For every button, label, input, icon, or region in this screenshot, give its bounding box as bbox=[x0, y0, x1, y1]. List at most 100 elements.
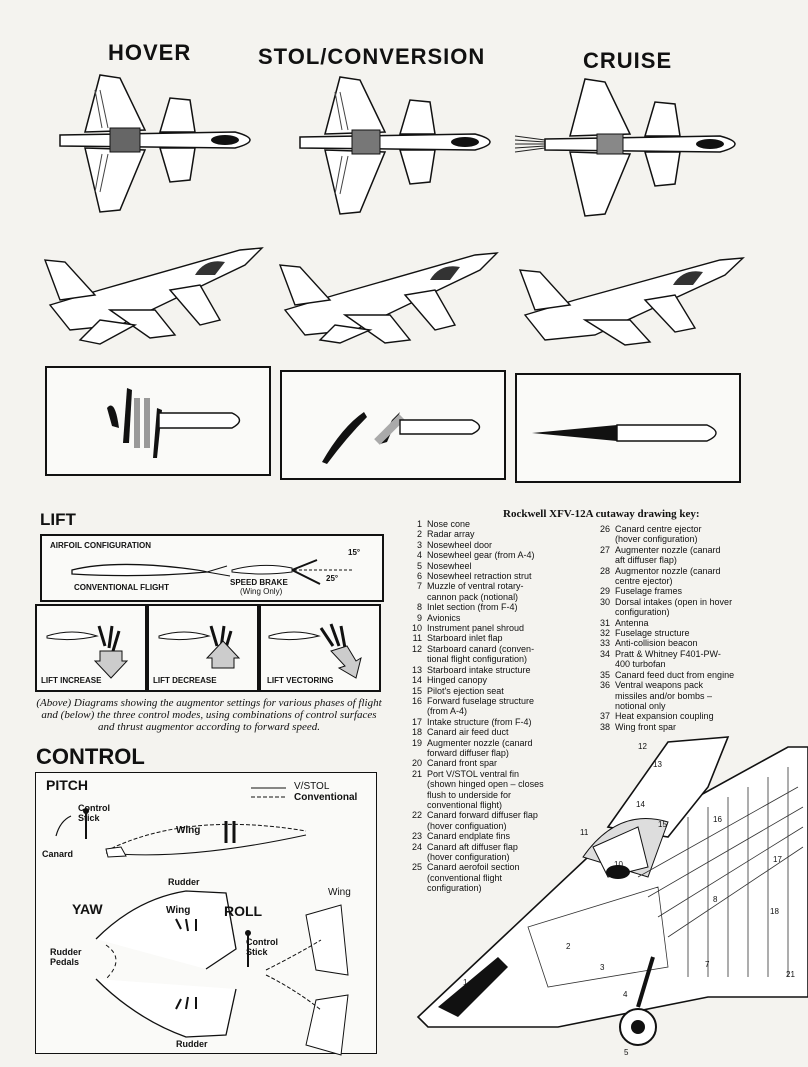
pitch-wing-label: Wing bbox=[176, 825, 201, 836]
key-item: 13 Starboard intake structure bbox=[402, 665, 587, 675]
key-item-text: Wing front spar bbox=[615, 721, 677, 732]
key-item-text: Port V/STOL ventral fin (shown hinged op… bbox=[427, 768, 544, 810]
stol-perspective-illustration bbox=[278, 252, 499, 344]
stol-augmentor-box bbox=[280, 370, 506, 480]
key-item-text: Nosewheel bbox=[427, 560, 472, 571]
cutaway-callout-number: 11 bbox=[580, 828, 589, 837]
pitch-canard-label: Canard bbox=[42, 849, 74, 859]
control-heading: CONTROL bbox=[36, 744, 145, 769]
key-item-text: Intake structure (from F-4) bbox=[427, 716, 532, 727]
key-item-text: Ventral weapons pack missiles and/or bom… bbox=[615, 680, 713, 711]
key-item-number: 31 bbox=[599, 617, 610, 628]
cutaway-callout-number: 3 bbox=[600, 963, 605, 972]
pitch-control-stick-label: Control Stick bbox=[78, 803, 110, 823]
key-item-text: Pilot's ejection seat bbox=[427, 685, 504, 696]
key-item-text: Forward fuselage structure (from A-4) bbox=[427, 695, 535, 717]
key-item-text: Muzzle of ventral rotary- cannon pack (n… bbox=[427, 581, 524, 602]
conventional-flight-label: CONVENTIONAL FLIGHT bbox=[74, 583, 169, 592]
airfoil-speedbrake-diagram bbox=[231, 559, 352, 585]
key-item-number: 3 bbox=[416, 539, 422, 550]
key-item: 36 Ventral weapons pack missiles and/or b… bbox=[590, 680, 765, 711]
key-item-text: Canard feed duct from engine bbox=[615, 669, 735, 680]
key-item-number: 5 bbox=[416, 560, 422, 571]
key-item-text: Pratt & Whitney F401-PW- 400 turbofan bbox=[615, 648, 721, 670]
key-item-number: 18 bbox=[411, 727, 422, 738]
key-item: 35 Canard feed duct from engine bbox=[590, 670, 765, 680]
key-item-number: 37 bbox=[599, 711, 610, 722]
roll-wing-label: Wing bbox=[328, 887, 351, 898]
cruise-augmentor-diagram bbox=[532, 424, 717, 442]
key-item-text: Canard front spar bbox=[427, 758, 498, 769]
key-item-text: Instrument panel shroud bbox=[427, 623, 525, 634]
key-item: 14 Hinged canopy bbox=[402, 675, 587, 685]
key-item-text: Radar array bbox=[427, 529, 475, 540]
key-item-text: Antenna bbox=[615, 617, 649, 628]
cutaway-callout-number: 2 bbox=[566, 942, 571, 951]
key-item-number: 7 bbox=[416, 581, 422, 592]
key-item-text: Inlet section (from F-4) bbox=[427, 602, 518, 613]
key-item: 3 Nosewheel door bbox=[402, 540, 587, 550]
key-item-text: Canard endplate fins bbox=[427, 831, 511, 842]
key-item-number: 1 bbox=[416, 519, 422, 529]
roll-label: ROLL bbox=[224, 903, 263, 919]
roll-control-stick-label: Control Stick bbox=[246, 937, 278, 957]
key-item-number: 13 bbox=[411, 664, 422, 675]
yaw-wing-label: Wing bbox=[166, 905, 191, 916]
stol-conversion-heading: STOL/CONVERSION bbox=[258, 44, 486, 69]
key-item-text: Nosewheel retraction strut bbox=[427, 571, 532, 582]
key-item-number: 35 bbox=[599, 669, 610, 680]
airfoil-configuration-label: AIRFOIL CONFIGURATION bbox=[50, 541, 152, 550]
pitch-diagram bbox=[55, 808, 307, 858]
cutaway-key-title: Rockwell XFV-12A cutaway drawing key: bbox=[503, 508, 700, 520]
lift-vectoring-label: LIFT VECTORING bbox=[267, 676, 334, 685]
cruise-heading: CRUISE bbox=[583, 48, 673, 73]
lift-increase-diagram bbox=[46, 625, 129, 679]
speed-brake-label: SPEED BRAKE bbox=[230, 578, 288, 587]
key-item-text: Augmenter nozzle (canard forward diffuse… bbox=[427, 737, 533, 758]
key-item-number: 8 bbox=[416, 602, 422, 613]
hover-planview-illustration bbox=[59, 74, 251, 213]
key-item: 15 Pilot's ejection seat bbox=[402, 686, 587, 696]
key-item-number: 14 bbox=[411, 675, 422, 686]
key-item-text: Starboard intake structure bbox=[427, 664, 531, 675]
key-item-text: Dorsal intakes (open in hover configurat… bbox=[615, 596, 733, 618]
cutaway-callout-number: 18 bbox=[770, 907, 779, 916]
pitch-label: PITCH bbox=[46, 777, 88, 793]
key-item-number: 24 bbox=[411, 841, 422, 852]
legend-conventional: Conventional bbox=[294, 792, 358, 803]
key-item-number: 28 bbox=[599, 565, 610, 576]
key-item-number: 15 bbox=[411, 685, 422, 696]
lift-vectoring-box: LIFT VECTORING bbox=[259, 604, 381, 692]
cutaway-callout-number: 5 bbox=[624, 1048, 629, 1057]
key-item-number: 36 bbox=[599, 680, 610, 691]
key-item-text: Hinged canopy bbox=[427, 675, 488, 686]
hover-augmentor-diagram bbox=[107, 388, 241, 458]
yaw-diagram bbox=[95, 890, 237, 1038]
lift-increase-box: LIFT INCREASE bbox=[35, 604, 147, 692]
key-item-number: 25 bbox=[411, 862, 422, 873]
key-item-number: 27 bbox=[599, 544, 610, 555]
key-item-number: 16 bbox=[411, 695, 422, 706]
key-item-number: 12 bbox=[411, 643, 422, 654]
key-item-text: Nosewheel door bbox=[427, 539, 493, 550]
